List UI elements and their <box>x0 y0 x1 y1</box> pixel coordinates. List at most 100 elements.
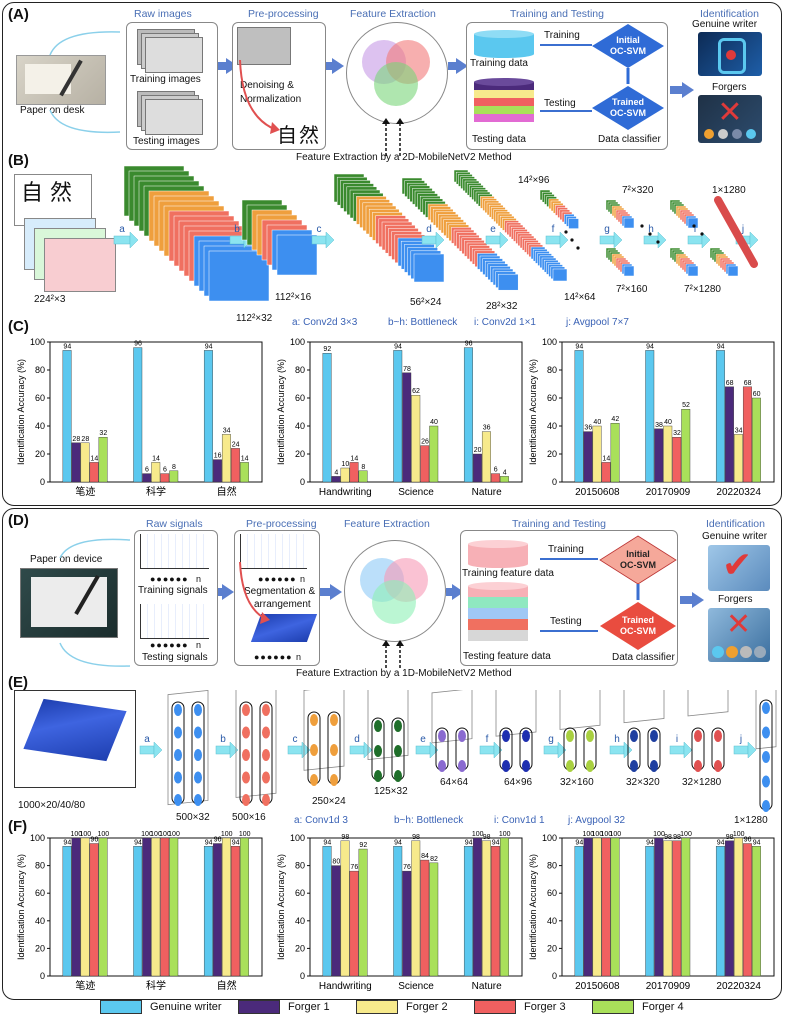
neuron <box>194 771 202 784</box>
char-ran: 然 <box>299 123 319 147</box>
neuron <box>242 704 250 716</box>
caption-1d-i: i: Conv1d 1 <box>494 815 545 826</box>
neuron <box>374 720 382 732</box>
bar <box>89 843 99 977</box>
bar <box>212 459 222 483</box>
arrow-letter: j <box>741 224 744 235</box>
legend-forger1: Forger 1 <box>238 1000 330 1014</box>
bar <box>133 846 143 977</box>
y-tick-label: 60 <box>35 393 45 403</box>
y-tick-label: 0 <box>40 971 45 981</box>
bar <box>80 442 90 483</box>
arrow-head <box>493 741 503 759</box>
bar <box>663 840 673 977</box>
bar <box>340 467 350 483</box>
bar-value-label: 98 <box>412 834 420 841</box>
bar <box>358 470 368 483</box>
layer-1d-9 <box>687 690 729 772</box>
arrow-letter: h <box>648 224 654 235</box>
dot <box>656 240 660 244</box>
arrow-a4-bar <box>670 86 684 94</box>
neuron <box>762 702 770 714</box>
bar-value-label: 94 <box>646 343 654 350</box>
bar <box>724 386 734 483</box>
arrow-letter: c <box>293 734 298 745</box>
panel-f-label: (F) <box>8 818 28 835</box>
arrow-body <box>113 235 131 245</box>
arrow-1d-g: g <box>543 734 567 759</box>
dim-2d-4: 28²×32 <box>486 301 518 312</box>
venn-diagram <box>362 40 430 106</box>
bar <box>349 462 359 483</box>
arrow-letter: i <box>694 224 696 235</box>
neuron <box>586 730 594 742</box>
bar <box>490 846 500 977</box>
y-tick-label: 40 <box>547 916 557 926</box>
bar <box>481 840 491 977</box>
bar <box>672 840 682 977</box>
feature-map <box>552 268 568 282</box>
bar <box>221 434 231 483</box>
bar <box>411 840 421 977</box>
neuron <box>242 771 250 784</box>
bar <box>429 425 439 483</box>
stack-2d-7 <box>605 199 635 229</box>
bar-value-label: 98 <box>726 834 734 841</box>
arrow-body <box>287 745 303 755</box>
bar-value-label: 16 <box>214 453 222 460</box>
bar-value-label: 100 <box>591 831 603 838</box>
neuron <box>194 704 202 716</box>
bar-value-label: 98 <box>483 834 491 841</box>
bar <box>592 837 602 977</box>
bar <box>331 865 341 977</box>
neuron <box>262 771 270 784</box>
arrow-letter: i <box>676 734 678 745</box>
curve-arrows-d <box>59 538 131 667</box>
neuron <box>762 775 770 788</box>
arrow-letter: f <box>486 734 489 745</box>
bar-value-label: 100 <box>159 831 171 838</box>
arrow-body <box>733 745 749 755</box>
layer-1d-8 <box>623 690 665 772</box>
dashed-up-arrows-a <box>382 118 404 156</box>
dot <box>692 224 696 228</box>
neuron <box>566 760 574 772</box>
arrow-letter: d <box>354 734 360 745</box>
bar-value-label: 100 <box>680 831 692 838</box>
testing-arrow-line <box>540 110 592 112</box>
bar <box>654 428 664 483</box>
layer-1d-2 <box>235 690 277 806</box>
bar <box>481 431 491 483</box>
bar-value-label: 84 <box>421 853 429 860</box>
dim-2d-6: 14²×96 <box>518 175 550 186</box>
bar <box>239 462 249 483</box>
bar <box>151 837 161 977</box>
arrow-letter: e <box>490 224 496 235</box>
neuron <box>630 730 638 742</box>
arrow-letter: a <box>144 734 150 745</box>
bar <box>463 347 473 483</box>
curve-arrows <box>49 31 121 134</box>
dim-2d-8: 7²×320 <box>622 185 654 196</box>
layer-frame <box>755 690 777 750</box>
neuron <box>194 749 202 761</box>
bar <box>751 397 761 483</box>
arrow-head <box>325 231 335 249</box>
panel-d-label: (D) <box>8 512 29 529</box>
caption-1d-j: j: Avgpool 32 <box>568 815 626 826</box>
arrow-letter: g <box>548 734 554 745</box>
neuron <box>174 794 182 806</box>
bar-value-label: 40 <box>430 419 438 426</box>
bar-value-label: 100 <box>221 831 233 838</box>
dim-2d-0: 224²×3 <box>34 294 66 305</box>
arrow-body <box>599 235 615 245</box>
x-tick-label: 笔迹 <box>75 979 95 992</box>
bar <box>610 422 620 483</box>
neuron <box>762 751 770 763</box>
dim-1d-3: 250×24 <box>312 796 346 807</box>
bar-value-label: 14 <box>90 455 98 462</box>
x-tick-label: 20150608 <box>575 487 620 498</box>
dot <box>640 224 644 228</box>
training-signal-plot <box>140 534 209 569</box>
